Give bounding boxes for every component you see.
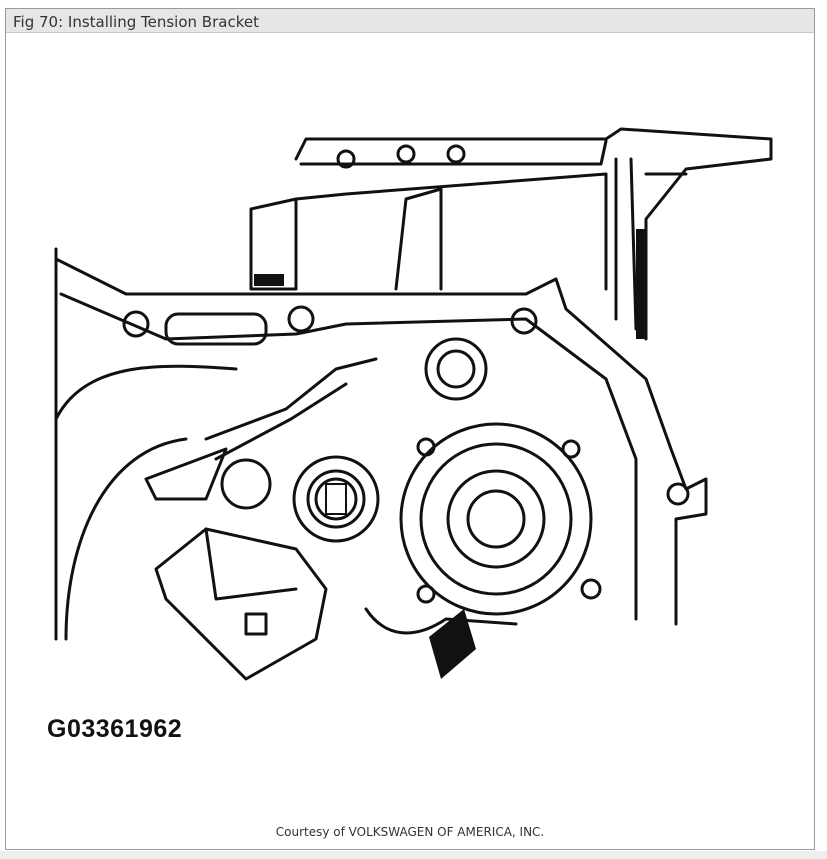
left-curve	[64, 437, 188, 641]
upper-housing-top	[299, 139, 608, 166]
bearing-bore	[292, 455, 380, 543]
bracket-tab	[636, 229, 646, 339]
bolt-hole	[287, 305, 315, 333]
shift-linkage	[154, 527, 328, 681]
tension-bracket	[144, 357, 378, 501]
figure-title-bar: Fig 70: Installing Tension Bracket	[6, 9, 814, 33]
figure-frame: Fig 70: Installing Tension Bracket	[5, 8, 815, 850]
flange-inner	[59, 292, 638, 621]
upper-housing-left	[249, 197, 298, 291]
upper-ribs	[614, 157, 688, 331]
image-credit: Courtesy of VOLKSWAGEN OF AMERICA, INC.	[275, 825, 545, 839]
bolt-hole	[510, 307, 538, 335]
bolt-hole	[122, 310, 150, 338]
bolt-hole	[666, 482, 690, 506]
left-bore	[220, 458, 272, 510]
upper-housing	[294, 127, 773, 341]
mount-boss	[394, 187, 443, 291]
main-bore	[399, 422, 593, 616]
flange-slot	[164, 312, 268, 346]
transmission-housing-illustration	[54, 127, 773, 681]
page-bottom-edge	[0, 851, 827, 859]
upper-bore	[424, 337, 488, 401]
contact-block	[254, 274, 284, 286]
figure-title: Fig 70: Installing Tension Bracket	[13, 13, 259, 31]
tension-wedge	[429, 609, 476, 679]
upper-housing-body	[294, 172, 608, 291]
left-wall	[54, 247, 238, 641]
image-code: G03361962	[47, 715, 183, 743]
housing-flange	[54, 257, 708, 626]
